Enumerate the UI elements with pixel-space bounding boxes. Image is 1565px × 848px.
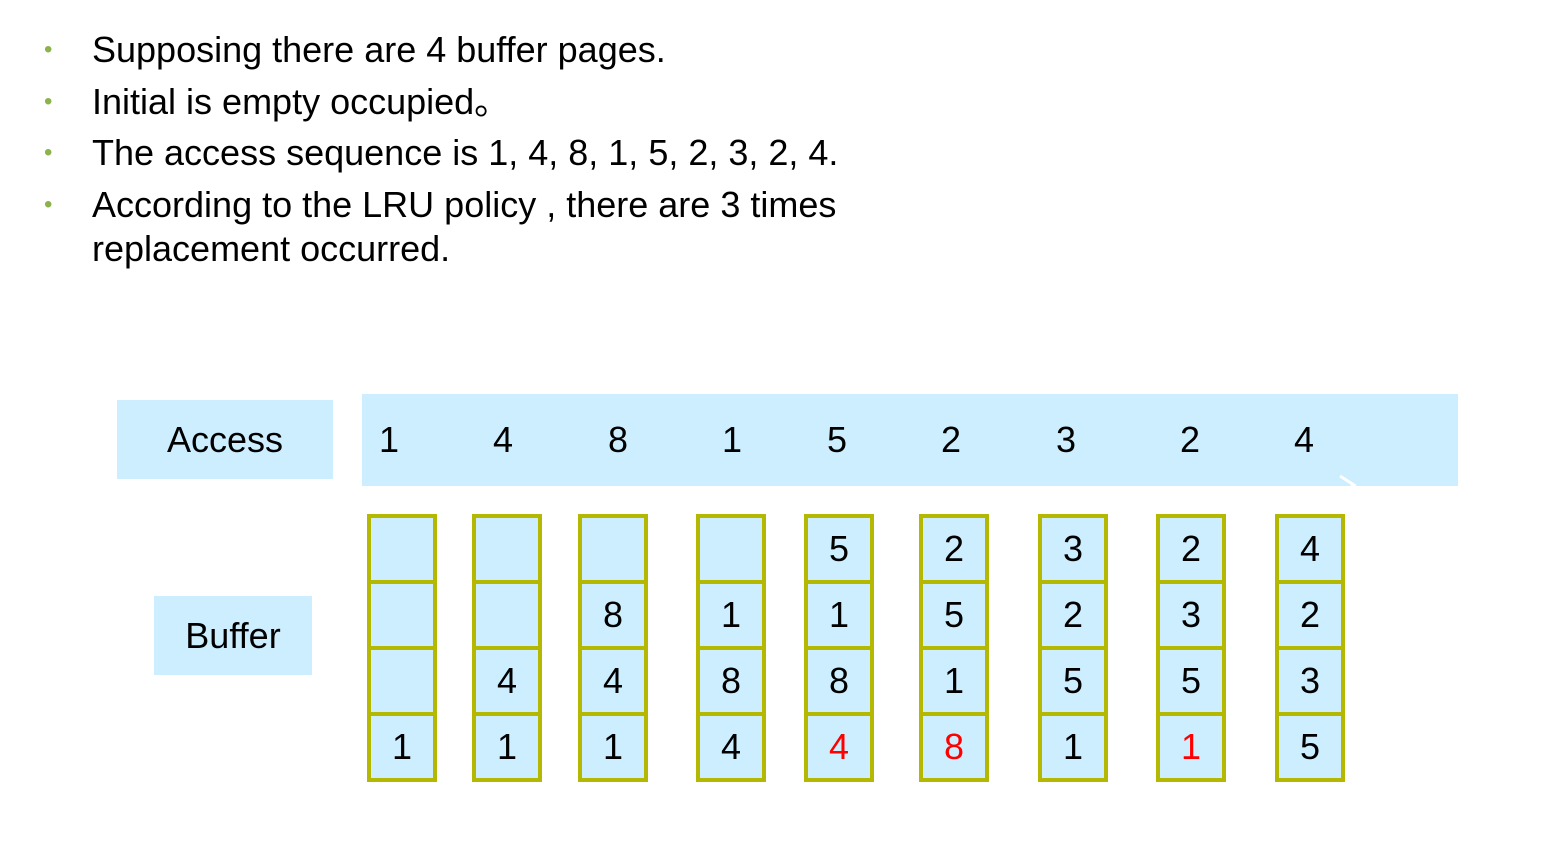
access-value: 1 — [721, 419, 743, 460]
access-label: Access — [117, 400, 333, 479]
buffer-label: Buffer — [154, 596, 312, 675]
buffer-cell: 5 — [808, 518, 870, 584]
buffer-cell: 4 — [476, 650, 538, 716]
access-value: 4 — [492, 419, 514, 460]
buffer-cell-replaced: 1 — [1180, 726, 1202, 767]
buffer-cell: 2 — [923, 518, 985, 584]
buffer-cell: 1 — [496, 726, 518, 767]
buffer-cell: 4 — [720, 726, 742, 767]
buffer-cell-replaced: 8 — [943, 726, 965, 767]
buffer-cell: 2 — [1160, 518, 1222, 584]
bullet-dot-icon: • — [44, 88, 53, 115]
buffer-cell: 1 — [602, 726, 624, 767]
bullet-text: The access sequence is 1, 4, 8, 1, 5, 2,… — [92, 132, 839, 173]
access-value: 2 — [1179, 419, 1201, 460]
bullet-dot-icon: • — [44, 191, 53, 218]
buffer-cell: 1 — [700, 584, 762, 650]
access-value: 2 — [940, 419, 962, 460]
bullet-dot-icon: • — [44, 36, 53, 63]
bullet-text: Initial is empty occupied。 — [92, 81, 511, 122]
buffer-cell: 1 — [808, 584, 870, 650]
buffer-cell — [371, 584, 433, 650]
bullet-text: According to the LRU policy , there are … — [92, 184, 837, 269]
buffer-cell-replaced: 4 — [828, 726, 850, 767]
buffer-cell — [371, 518, 433, 584]
buffer-cell: 3 — [1279, 650, 1341, 716]
buffer-cell: 5 — [1299, 726, 1321, 767]
buffer-cell: 1 — [391, 726, 413, 767]
buffer-cell: 1 — [923, 650, 985, 716]
buffer-cell — [476, 518, 538, 584]
access-value: 4 — [1293, 419, 1315, 460]
access-value: 1 — [378, 419, 400, 460]
access-value: 3 — [1055, 419, 1077, 460]
bullet-dot-icon: • — [44, 139, 53, 166]
buffer-cell: 4 — [582, 650, 644, 716]
buffer-cell: 8 — [582, 584, 644, 650]
buffer-cell: 1 — [1062, 726, 1084, 767]
buffer-cell: 8 — [808, 650, 870, 716]
buffer-cell: 3 — [1042, 518, 1104, 584]
buffer-cell: 5 — [1042, 650, 1104, 716]
timeline-arrow-icon — [1339, 474, 1357, 496]
access-value: 8 — [607, 419, 629, 460]
bullet-list: • Supposing there are 4 buffer pages. • … — [0, 0, 1000, 280]
buffer-cell: 2 — [1279, 584, 1341, 650]
access-value: 5 — [826, 419, 848, 460]
buffer-cell — [582, 518, 644, 584]
buffer-cell: 5 — [1160, 650, 1222, 716]
buffer-cell: 3 — [1160, 584, 1222, 650]
buffer-cell — [371, 650, 433, 716]
access-sequence-band — [362, 394, 1458, 486]
buffer-cell: 2 — [1042, 584, 1104, 650]
bullet-text: Supposing there are 4 buffer pages. — [92, 29, 666, 70]
buffer-column: 1 — [367, 514, 437, 782]
buffer-cell — [476, 584, 538, 650]
buffer-cell: 5 — [923, 584, 985, 650]
buffer-cell — [700, 518, 762, 584]
buffer-cell: 8 — [700, 650, 762, 716]
buffer-cell: 4 — [1279, 518, 1341, 584]
